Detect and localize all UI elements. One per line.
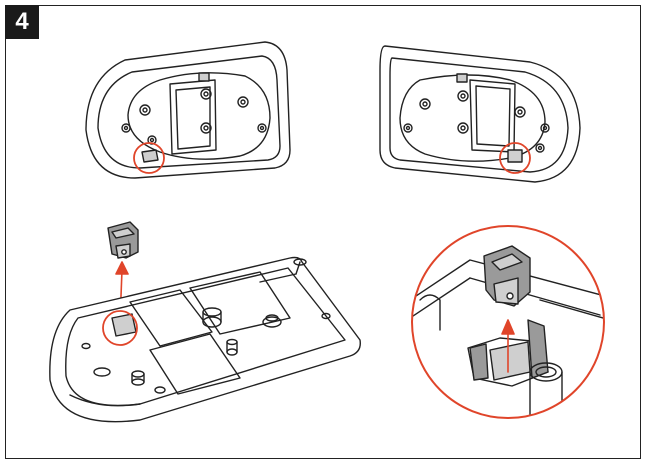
housing-top-right bbox=[379, 45, 581, 183]
highlight-circle bbox=[133, 142, 165, 174]
highlight-circle bbox=[102, 310, 138, 346]
posts bbox=[81, 258, 331, 394]
highlight-circle bbox=[499, 142, 531, 174]
up-arrow bbox=[501, 319, 515, 373]
zoom-detail bbox=[411, 225, 605, 419]
housing-base bbox=[49, 256, 361, 423]
screw-holes-right bbox=[403, 90, 550, 153]
clip-part bbox=[107, 221, 139, 259]
housing-top-left bbox=[85, 41, 291, 179]
step-number-badge: 4 bbox=[5, 5, 39, 39]
